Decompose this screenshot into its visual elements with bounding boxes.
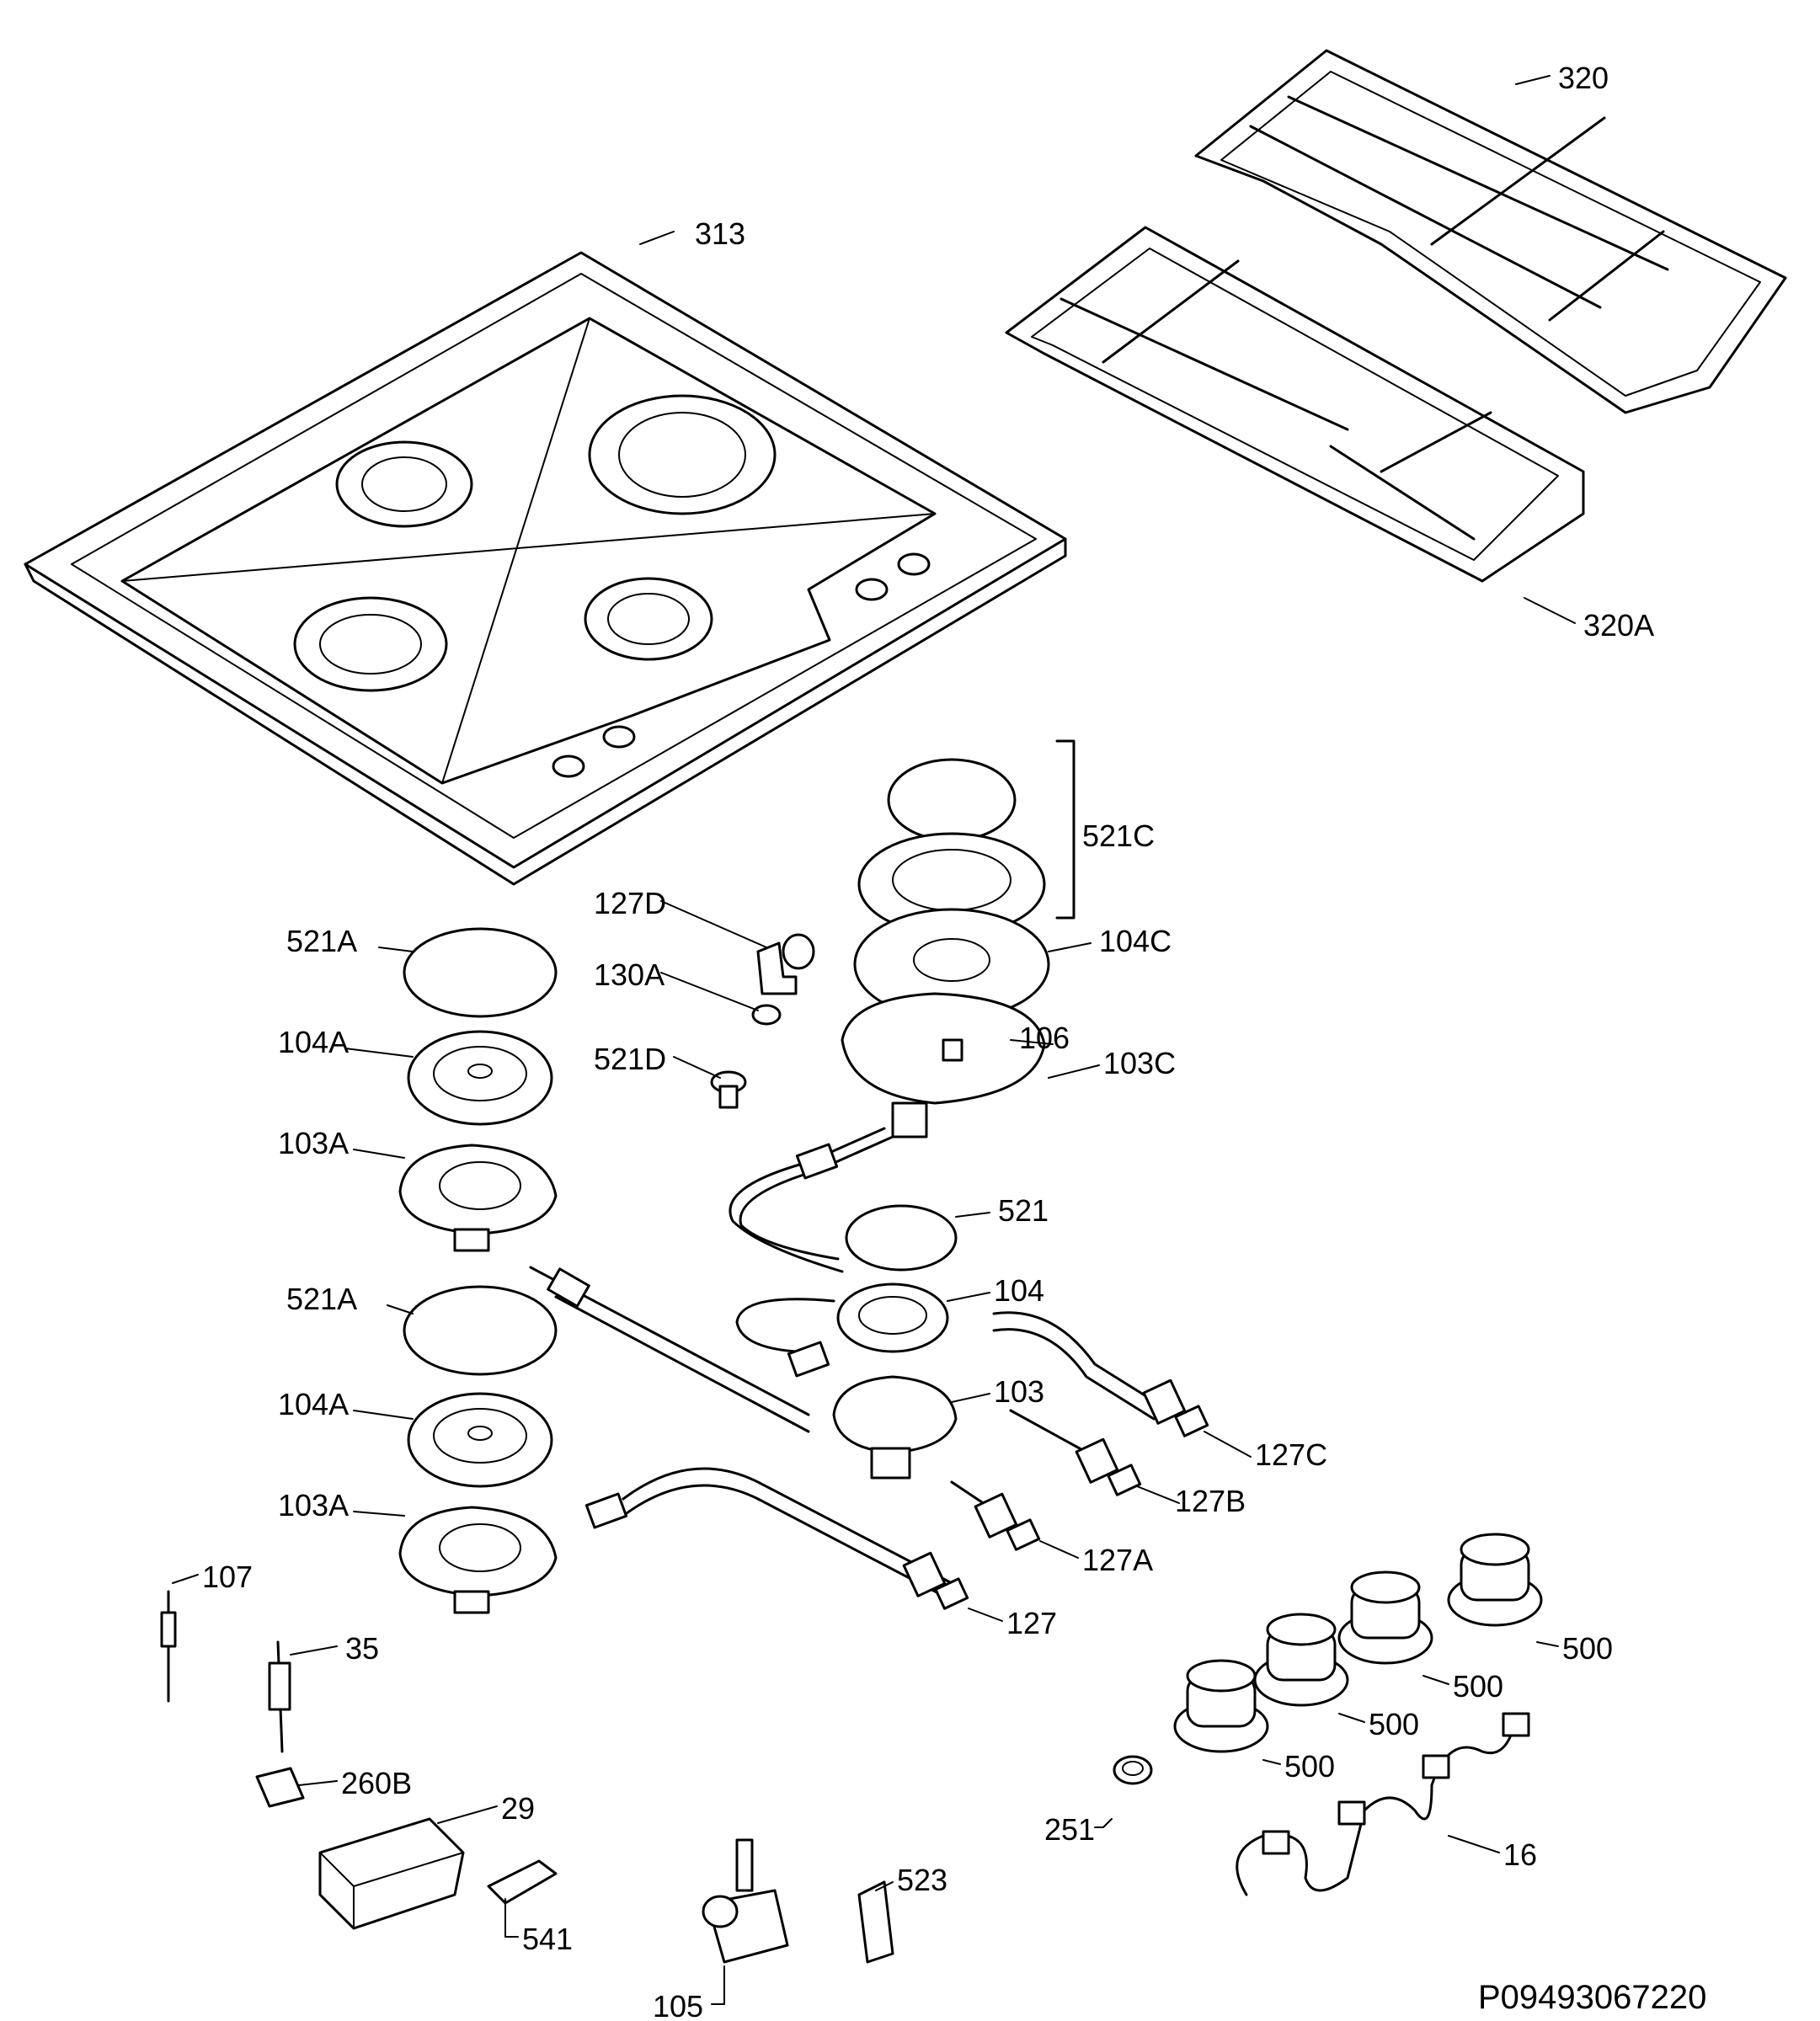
label-260B: 260B: [341, 1766, 412, 1800]
label-521D: 521D: [594, 1042, 666, 1076]
pipe-fitting: [787, 1341, 830, 1378]
pipe-fitting: [547, 1267, 590, 1308]
pipe-fitting: [584, 1492, 628, 1529]
label-500-2: 500: [1453, 1669, 1503, 1704]
label-103A-top: 103A: [278, 1126, 349, 1160]
part-labels: 320 313 320A 521C 127D 521A 130A 104C 10…: [202, 61, 1654, 2021]
clip-260B: [255, 1767, 305, 1808]
label-104A-mid: 104A: [278, 1387, 349, 1421]
nozzle-127A: [974, 1492, 1041, 1551]
label-104: 104: [994, 1273, 1044, 1308]
label-107: 107: [202, 1560, 253, 1594]
burner-cap-521: [845, 1204, 958, 1272]
burner-body-103: [832, 1375, 958, 1480]
label-105: 105: [653, 1989, 703, 2021]
nozzle-127B: [1075, 1437, 1142, 1496]
bracket-523: [857, 1880, 894, 1964]
thermocouple-107: [160, 1590, 177, 1703]
burner-body-103A-top: [398, 1144, 558, 1252]
micro-switch-harness-16: [1236, 1712, 1530, 1896]
label-127D: 127D: [594, 886, 666, 920]
elbow-127D: [756, 933, 815, 995]
connector-541: [487, 1859, 558, 1905]
nozzle-127C: [1142, 1378, 1209, 1437]
label-541: 541: [522, 1922, 573, 1956]
label-103C: 103C: [1103, 1046, 1176, 1080]
burner-cap-521A-mid: [403, 1285, 558, 1376]
gas-pipes: [529, 1127, 1164, 1597]
label-35: 35: [345, 1631, 379, 1666]
burner-crown-104A-top: [407, 1030, 553, 1126]
burner-crown-104: [836, 1282, 949, 1353]
control-knob-500-1: [1447, 1533, 1543, 1627]
label-16: 16: [1503, 1837, 1537, 1872]
screw-521D: [710, 1070, 747, 1109]
burner-cap-521A-top: [403, 927, 558, 1018]
label-320A: 320A: [1583, 608, 1654, 643]
burner-crown-104A-mid: [407, 1392, 553, 1488]
label-127C: 127C: [1255, 1437, 1327, 1472]
washer-130A: [751, 1004, 782, 1026]
burner-cap-521C: [857, 739, 1075, 936]
ring-251: [1113, 1755, 1153, 1785]
gas-tap-105: [702, 1838, 789, 1964]
label-523: 523: [897, 1863, 947, 1897]
document-code: P09493067220: [1478, 1979, 1706, 2016]
label-320: 320: [1558, 61, 1609, 95]
ignition-unit-29: [318, 1817, 465, 1930]
label-127A: 127A: [1082, 1543, 1153, 1577]
label-130A: 130A: [594, 957, 664, 992]
label-521C: 521C: [1082, 819, 1155, 853]
label-104A-top: 104A: [278, 1025, 349, 1059]
hob-top-313: [24, 251, 1067, 886]
label-521: 521: [998, 1193, 1049, 1228]
label-127: 127: [1006, 1606, 1057, 1640]
label-104C: 104C: [1099, 924, 1172, 958]
control-knob-500-2: [1337, 1570, 1433, 1665]
control-knob-500-4: [1173, 1659, 1269, 1753]
label-500-4: 500: [1284, 1749, 1335, 1784]
label-521A-top: 521A: [286, 924, 357, 958]
label-313: 313: [695, 216, 745, 251]
burner-body-103A-mid: [398, 1506, 558, 1614]
label-103A-mid: 103A: [278, 1488, 349, 1522]
label-500-3: 500: [1369, 1707, 1419, 1741]
pipe-fitting: [795, 1143, 839, 1180]
label-103: 103: [994, 1374, 1044, 1409]
label-251: 251: [1044, 1812, 1095, 1847]
burner-body-103C: [841, 992, 1046, 1138]
label-521A-mid: 521A: [286, 1282, 357, 1316]
label-29: 29: [501, 1791, 535, 1826]
label-500-1: 500: [1562, 1631, 1613, 1666]
label-127B: 127B: [1175, 1484, 1246, 1518]
pan-support-320A: [1005, 226, 1585, 583]
electrode-35: [268, 1640, 291, 1753]
nozzle-127: [902, 1551, 969, 1610]
label-106: 106: [1019, 1021, 1070, 1055]
control-knob-500-3: [1253, 1613, 1349, 1707]
pan-support-320: [1194, 49, 1787, 414]
leader-lines: [172, 75, 1576, 2005]
